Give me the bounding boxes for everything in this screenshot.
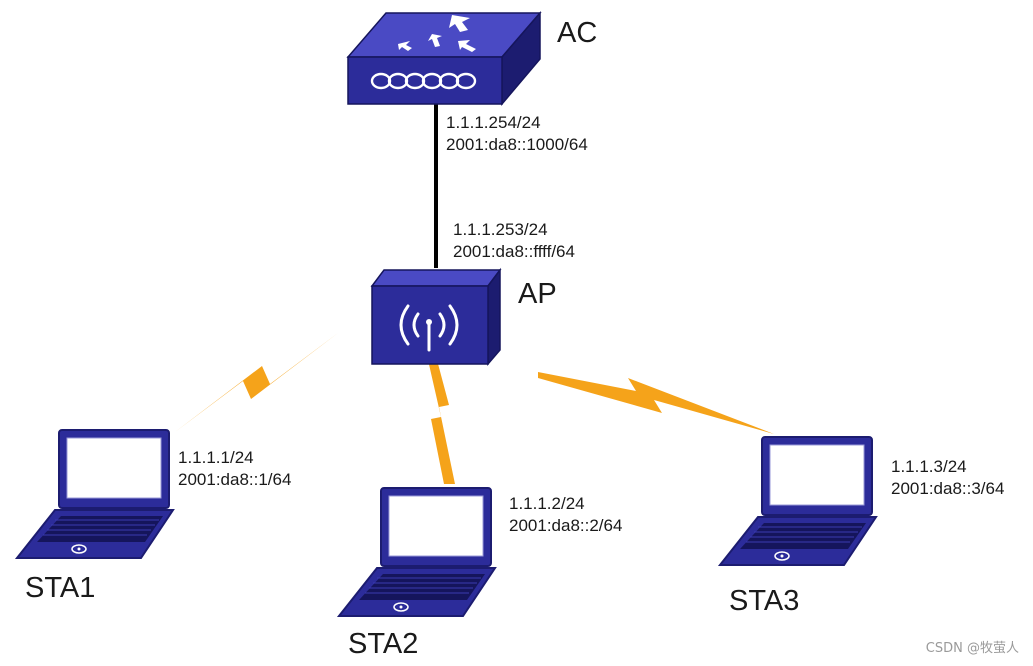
sta1-label: STA1: [25, 572, 96, 604]
ac-label: AC: [557, 17, 598, 49]
wireless-link-sta1: [175, 333, 338, 432]
sta1-ipv6-address: 2001:da8::1/64: [178, 470, 292, 489]
wireless-link-sta3: [538, 372, 774, 434]
sta2-ipv4-address: 1.1.1.2/24: [509, 494, 585, 513]
sta2-ipv6-address: 2001:da8::2/64: [509, 516, 623, 535]
ac-device-icon: [346, 10, 542, 107]
wireless-link-sta2: [428, 360, 455, 484]
sta3-ipv6-address: 2001:da8::3/64: [891, 479, 1005, 498]
sta3-ipv4-address: 1.1.1.3/24: [891, 457, 967, 476]
ap-ipv6-address: 2001:da8::ffff/64: [453, 242, 575, 261]
ac-ipv4-address: 1.1.1.254/24: [446, 113, 541, 132]
sta3-label: STA3: [729, 585, 800, 617]
ap-device-icon: [370, 267, 502, 367]
ap-ipv4-address: 1.1.1.253/24: [453, 220, 548, 239]
sta2-laptop-icon: [336, 487, 497, 617]
ac-ipv6-address: 2001:da8::1000/64: [446, 135, 588, 154]
sta1-ipv4-address: 1.1.1.1/24: [178, 448, 254, 467]
sta2-label: STA2: [348, 628, 419, 660]
watermark: CSDN @牧萤人: [925, 641, 1019, 656]
sta1-laptop-icon: [14, 429, 175, 559]
sta3-laptop-icon: [717, 436, 878, 566]
ap-label: AP: [518, 278, 557, 310]
